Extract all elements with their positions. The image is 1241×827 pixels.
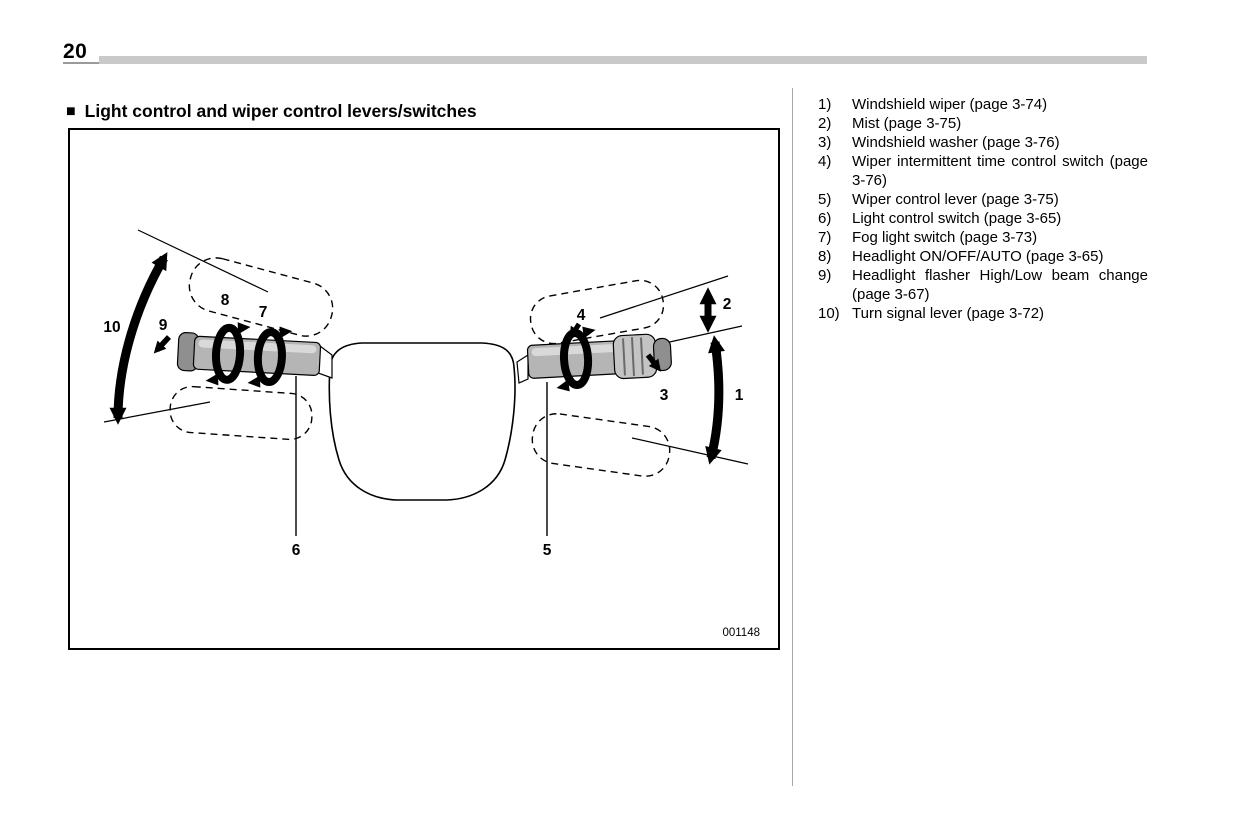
- legend-item-number: 3): [818, 134, 832, 151]
- callout-7: 7: [259, 304, 268, 321]
- legend-item-number: 7): [818, 229, 832, 246]
- legend-item-3: 3) Windshield washer (page 3-76): [818, 133, 1148, 152]
- section-title: Light control and wiper control levers/s…: [84, 101, 477, 121]
- legend-item-text: Turn signal lever (page 3-72): [852, 305, 1045, 322]
- legend-item-5: 5) Wiper control lever (page 3-75): [818, 190, 1148, 209]
- callout-1: 1: [735, 387, 744, 404]
- section-bullet-icon: ■: [66, 102, 76, 120]
- right-lever-mount: [516, 353, 529, 384]
- legend-item-8: 8) Headlight ON/OFF/AUTO (page 3-65): [818, 247, 1148, 266]
- legend-item-number: 10): [818, 305, 840, 322]
- range-outline-lower-left: [169, 385, 313, 441]
- legend-item-1: 1) Windshield wiper (page 3-74): [818, 95, 1148, 114]
- legend-item-4: 4) Wiper intermittent time control switc…: [818, 152, 1148, 190]
- legend-item-text: Wiper intermittent time control switch (…: [852, 153, 1148, 189]
- callout-5: 5: [543, 542, 552, 559]
- column-divider: [792, 88, 793, 786]
- legend-item-text: Headlight ON/OFF/AUTO (page 3-65): [852, 248, 1104, 265]
- controls-diagram: 10 9 8 7 4 2 3 1 6 5 001148: [103, 229, 760, 639]
- fog-light-switch-ring: [253, 328, 286, 387]
- legend-item-10: 10) Turn signal lever (page 3-72): [818, 304, 1148, 323]
- legend-item-text: Windshield wiper (page 3-74): [852, 96, 1048, 113]
- flasher-arrow-icon: [153, 335, 172, 354]
- fog-ring-arrow-icon: [279, 326, 293, 339]
- figure-box: 10 9 8 7 4 2 3 1 6 5 001148: [68, 128, 780, 650]
- callout-4: 4: [577, 307, 586, 324]
- legend-item-text: Windshield washer (page 3-76): [852, 134, 1060, 151]
- legend-list: 1) Windshield wiper (page 3-74) 2) Mist …: [818, 95, 1148, 323]
- legend-item-7: 7) Fog light switch (page 3-73): [818, 228, 1148, 247]
- callout-6: 6: [292, 542, 301, 559]
- legend-item-text: Fog light switch (page 3-73): [852, 229, 1038, 246]
- legend-item-6: 6) Light control switch (page 3-65): [818, 209, 1148, 228]
- wiper-motion-arrow-icon: [705, 335, 725, 465]
- wiper-ring-arrow-icon: [556, 379, 570, 392]
- wiper-ring-arrow-icon: [582, 326, 596, 339]
- header-rule: [99, 56, 1147, 64]
- legend-item-number: 9): [818, 267, 832, 284]
- legend-item-2: 2) Mist (page 3-75): [818, 114, 1148, 133]
- headlight-ring-arrow-icon: [205, 373, 219, 386]
- callout-3: 3: [660, 387, 669, 404]
- legend-item-text: Light control switch (page 3-65): [852, 210, 1062, 227]
- section-heading: ■ Light control and wiper control levers…: [66, 101, 477, 122]
- turn-signal-lever: [176, 322, 322, 388]
- legend-item-number: 1): [818, 96, 832, 113]
- legend-item-number: 8): [818, 248, 832, 265]
- callout-8: 8: [221, 292, 230, 309]
- legend-item-text: Wiper control lever (page 3-75): [852, 191, 1059, 208]
- callout-2: 2: [723, 296, 732, 313]
- legend-item-number: 6): [818, 210, 832, 227]
- range-outline-upper-left: [188, 257, 334, 337]
- legend-item-text: Mist (page 3-75): [852, 115, 962, 132]
- legend-item-number: 5): [818, 191, 832, 208]
- callout-10: 10: [103, 319, 120, 336]
- page-number-underline: [63, 62, 99, 64]
- headlight-ring-arrow-icon: [237, 322, 251, 335]
- headlight-switch-ring: [211, 323, 245, 384]
- washer-arrow-icon: [645, 353, 661, 372]
- legend-item-number: 4): [818, 153, 832, 170]
- legend-item-number: 2): [818, 115, 832, 132]
- fog-ring-arrow-icon: [247, 375, 261, 388]
- figure-code: 001148: [722, 627, 760, 639]
- intermittent-arrow-icon: [569, 322, 582, 340]
- legend-item-text: Headlight flasher High/Low beam change (…: [852, 267, 1148, 303]
- range-outline-lower-right: [531, 413, 671, 477]
- range-outline-upper-right: [529, 279, 665, 345]
- steering-wheel: [328, 342, 516, 501]
- callout-9: 9: [159, 317, 168, 334]
- legend-item-9: 9) Headlight flasher High/Low beam chang…: [818, 266, 1148, 304]
- page-number: 20: [63, 40, 88, 63]
- turn-signal-motion-arrow-icon: [109, 252, 168, 425]
